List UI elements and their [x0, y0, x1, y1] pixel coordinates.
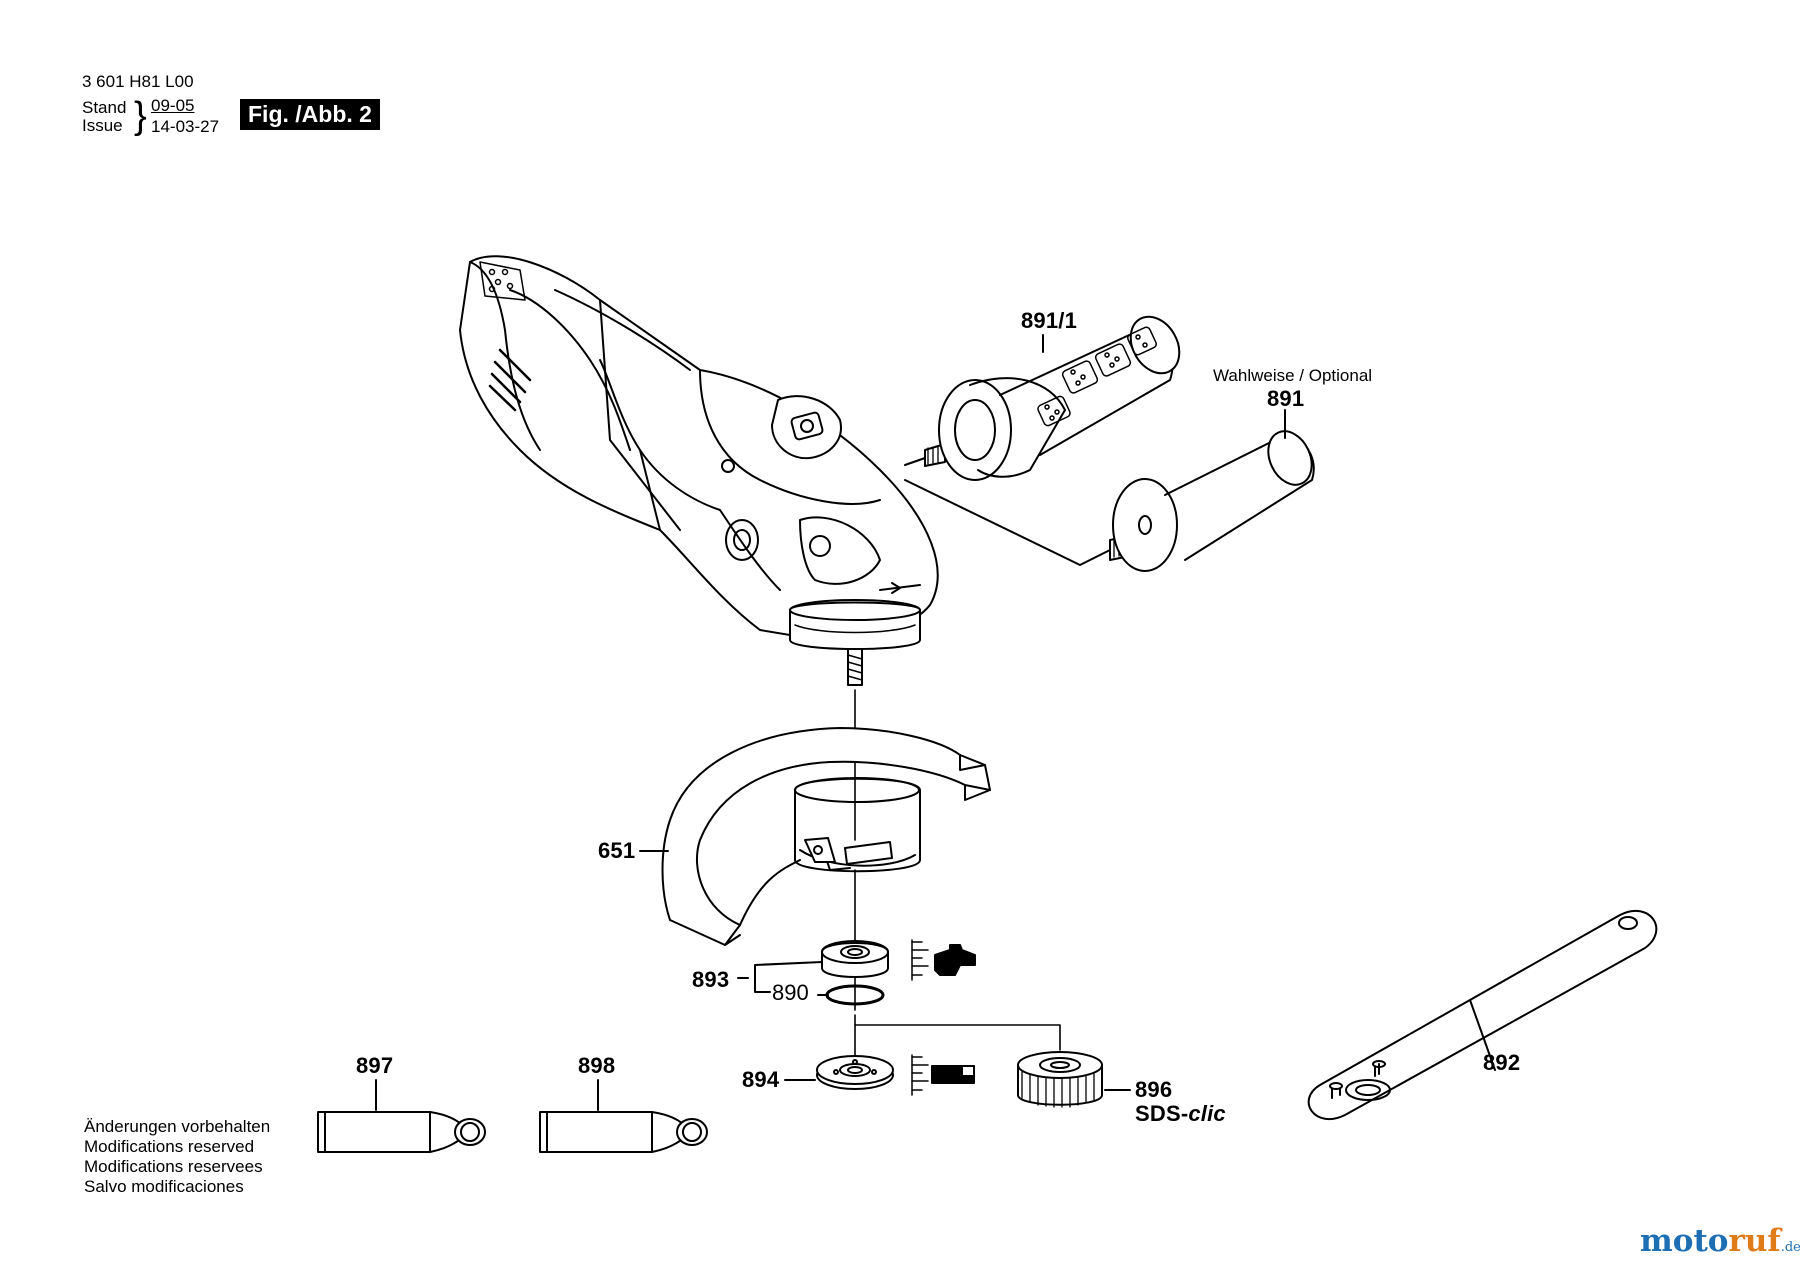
leader-893 — [754, 961, 823, 979]
clic-text: clic — [1188, 1101, 1226, 1126]
modification-note-en: Modifications reserved — [84, 1137, 255, 1156]
grease-tube-898 — [539, 1111, 708, 1153]
part-label-893: 893 — [692, 967, 730, 992]
optional-note: Wahlweise / Optional — [1213, 366, 1373, 385]
modification-note-es: Salvo modificaciones — [84, 1177, 244, 1196]
assembly-line-handle-891 — [904, 479, 1111, 566]
stand-date: 09-05 — [151, 96, 195, 115]
part-label-898: 898 — [578, 1053, 616, 1078]
grease-tube-897 — [317, 1111, 486, 1153]
part-label-897: 897 — [356, 1053, 394, 1078]
watermark-part-a: moto — [1640, 1223, 1729, 1259]
watermark-part-b: ruf — [1728, 1223, 1781, 1259]
figure-badge: Fig. /Abb. 2 — [240, 99, 380, 130]
flange-orientation-icon-top — [911, 939, 976, 981]
part-label-891-1: 891/1 — [1021, 308, 1078, 333]
two-pin-spanner-892 — [1307, 909, 1658, 1121]
assembly-line-896 — [854, 1024, 1061, 1051]
protective-guard-651 — [661, 727, 991, 946]
part-label-890: 890 — [772, 980, 809, 1005]
issue-label: Issue — [82, 116, 123, 135]
mounting-flange-893 — [821, 940, 889, 978]
part-label-894: 894 — [742, 1067, 780, 1092]
date-brace: } — [134, 95, 147, 137]
leader-890-bracket — [754, 977, 771, 993]
modification-note-de: Änderungen vorbehalten — [84, 1117, 271, 1136]
part-label-896: 896 — [1135, 1077, 1173, 1102]
stand-label: Stand — [82, 98, 127, 117]
quick-clamping-nut-896 — [1017, 1051, 1103, 1108]
part-label-651: 651 — [598, 838, 636, 863]
assembly-line-handle-891-1 — [904, 457, 926, 466]
side-handle-891 — [1109, 430, 1315, 572]
flange-orientation-icon-bottom — [911, 1054, 975, 1096]
part-label-891: 891 — [1267, 386, 1305, 411]
modification-note-fr: Modifications reservees — [84, 1157, 263, 1176]
motoruf-watermark: motoruf.de — [1640, 1223, 1800, 1259]
side-handle-891-1 — [924, 315, 1181, 481]
sds-text: SDS- — [1135, 1101, 1189, 1126]
clamping-nut-894 — [816, 1055, 894, 1090]
leader-892 — [1469, 999, 1496, 1071]
watermark-suffix: .de — [1780, 1240, 1800, 1255]
issue-date: 14-03-27 — [151, 117, 220, 136]
part-label-892: 892 — [1483, 1050, 1521, 1075]
angle-grinder-body — [459, 255, 939, 686]
part-label-896-sds: SDS-clic — [1135, 1101, 1226, 1127]
doc-number: 3 601 H81 L00 — [82, 72, 194, 91]
